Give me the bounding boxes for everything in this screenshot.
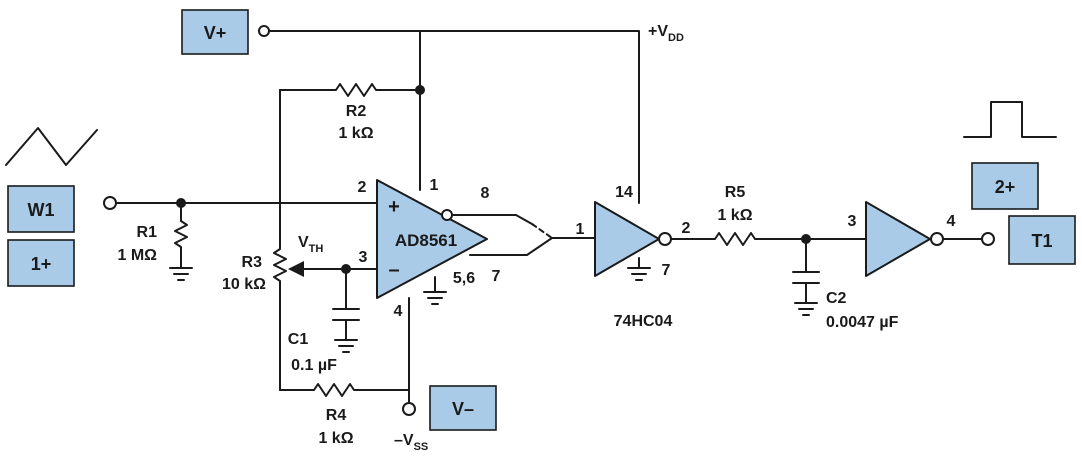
inverter-2-pin-3: 3 [848, 213, 857, 230]
c2-capacitor [792, 238, 820, 304]
t1-terminal[interactable]: T1 [1008, 215, 1076, 265]
vminus-label: V– [452, 399, 474, 419]
opamp-out-bubble [441, 209, 453, 221]
vminus-box [429, 385, 497, 431]
t1-label: T1 [1031, 231, 1052, 251]
pulse-wave-icon [963, 101, 1057, 138]
c2-name: C2 [826, 290, 847, 307]
vss-label: –VSS [394, 432, 428, 453]
inverter-1-pin-1: 1 [576, 221, 585, 238]
triangle-wave-icon [5, 127, 98, 166]
vplus-box [181, 9, 249, 55]
c2-value: 0.0047 µF [826, 314, 899, 331]
vss-connector [402, 402, 416, 416]
w1-box [7, 185, 75, 233]
vplus-terminal[interactable]: V+ [181, 9, 249, 55]
opamp-out-8-wire [451, 214, 533, 225]
opamp-ground-icon [423, 276, 447, 305]
t1-box [1008, 215, 1076, 265]
opamp-pin-1: 1 [430, 177, 439, 194]
w1-terminal[interactable]: W1 [7, 185, 75, 233]
opamp-out-7-wire [469, 237, 596, 256]
two-plus-box [971, 162, 1039, 210]
inverter-1-bubble [658, 232, 672, 246]
opamp-pin-4: 4 [394, 303, 403, 320]
opamp-pin-7: 7 [492, 268, 501, 285]
opamp-minus-sign: – [388, 259, 399, 281]
two-plus-terminal[interactable]: 2+ [971, 162, 1039, 210]
w1-connector [103, 196, 117, 210]
vth-label: VTH [298, 234, 323, 255]
inverter-1-body [594, 201, 660, 277]
vplus-label: V+ [204, 23, 227, 43]
c1-name: C1 [288, 331, 309, 348]
opamp-plus-sign: + [388, 196, 400, 218]
t1-connector [981, 232, 995, 246]
r4-value: 1 kΩ [318, 430, 353, 447]
r2-name: R2 [346, 103, 367, 120]
two-plus-label: 2+ [995, 177, 1016, 197]
inverter-part-label: 74HC04 [614, 313, 673, 330]
c2-ground-icon [794, 302, 818, 316]
opamp-pin-8: 8 [481, 185, 490, 202]
opamp-body [376, 179, 488, 299]
opamp-pin-3: 3 [359, 249, 368, 266]
inverter-2-pin-4: 4 [947, 213, 956, 230]
c1-ground-icon [334, 339, 358, 353]
r5-name: R5 [725, 184, 746, 201]
r2-value: 1 kΩ [338, 125, 373, 142]
inverter-1 [594, 201, 672, 277]
inverter-1-pin-7: 7 [662, 262, 671, 279]
one-plus-box [7, 239, 75, 287]
r3-value: 10 kΩ [222, 276, 266, 293]
r5-value: 1 kΩ [717, 207, 752, 224]
ad8561-comparator: + – AD8561 [376, 179, 488, 299]
opamp-part-label: AD8561 [395, 231, 457, 250]
wiper-arrow-icon [288, 261, 304, 277]
vdd-label: +VDD [648, 23, 684, 44]
inverter-2 [865, 201, 944, 277]
r4-resistor [279, 383, 410, 397]
r2-resistor [279, 83, 421, 97]
opamp-pin-2: 2 [358, 179, 367, 196]
one-plus-label: 1+ [31, 254, 52, 274]
c1-capacitor [332, 268, 360, 341]
r5-resistor [670, 232, 867, 246]
c1-value: 0.1 µF [291, 357, 337, 374]
one-plus-terminal[interactable]: 1+ [7, 239, 75, 287]
inverter-1-ground-icon [627, 257, 651, 281]
w1-label: W1 [28, 200, 55, 220]
r2-node-dot [415, 85, 425, 95]
r1-name: R1 [137, 224, 158, 241]
vdd-rail-wire [268, 30, 640, 204]
opamp-pin-5-6: 5,6 [453, 270, 475, 287]
inverter-1-pin-2: 2 [682, 220, 691, 237]
r3-potentiometer [273, 89, 287, 391]
r1-resistor [174, 202, 188, 269]
r1-value: 1 MΩ [118, 247, 158, 264]
r4-name: R4 [326, 407, 347, 424]
r1-ground-icon [169, 267, 193, 281]
vminus-terminal[interactable]: V– [429, 385, 497, 431]
inverter-1-pin-14: 14 [615, 184, 633, 201]
r3-name: R3 [242, 254, 263, 271]
option-link-dashed [531, 223, 553, 239]
inverter-2-bubble [930, 232, 944, 246]
inverter-2-body [865, 201, 931, 277]
vplus-connector [258, 25, 270, 37]
